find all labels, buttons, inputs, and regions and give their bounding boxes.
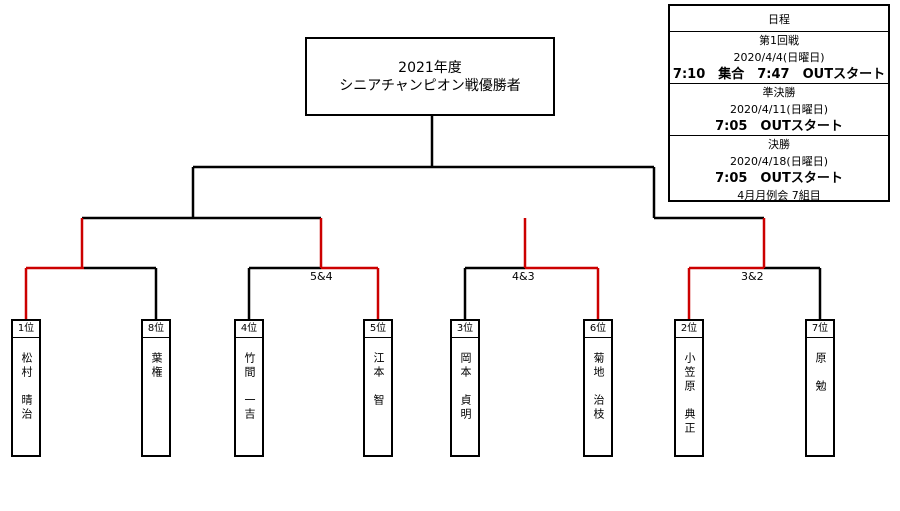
schedule-semifinal: 準決勝 2020/4/11(日曜日) 7:05 OUTスタート	[670, 84, 888, 136]
schedule-box: 日程 第1回戦 2020/4/4(日曜日) 7:10 集合 7:47 OUTスタ…	[668, 4, 890, 202]
player-name: 原 勉	[814, 352, 827, 394]
final-date: 2020/4/18(日曜日)	[730, 155, 828, 168]
round1-date: 2020/4/4(日曜日)	[733, 51, 825, 64]
player-rank: 2位	[676, 321, 702, 338]
champion-year: 2021年度	[398, 59, 462, 76]
player-card: 4位 竹間 一吉	[234, 319, 264, 457]
player-name: 菊地 治枝	[592, 352, 605, 422]
player-rank: 6位	[585, 321, 611, 338]
final-note: 4月月例会 7組目	[737, 189, 821, 202]
result-match3: 4&3	[512, 270, 535, 283]
bracket-winner-lines	[24, 218, 766, 319]
final-time: 7:05 OUTスタート	[715, 171, 843, 186]
player-card: 6位 菊地 治枝	[583, 319, 613, 457]
semifinal-name: 準決勝	[762, 86, 796, 99]
player-rank: 5位	[365, 321, 391, 338]
player-card: 1位 松村 晴治	[11, 319, 41, 457]
player-name: 江本 智	[372, 352, 385, 408]
bracket-black-lines	[82, 116, 822, 319]
champion-box: 2021年度 シニアチャンピオン戦優勝者	[305, 37, 555, 116]
player-name: 岡本 貞明	[459, 352, 472, 422]
player-rank: 4位	[236, 321, 262, 338]
semifinal-date: 2020/4/11(日曜日)	[730, 103, 828, 116]
player-card: 3位 岡本 貞明	[450, 319, 480, 457]
schedule-round1: 第1回戦 2020/4/4(日曜日) 7:10 集合 7:47 OUTスタート	[670, 32, 888, 84]
result-match2: 5&4	[310, 270, 333, 283]
player-rank: 7位	[807, 321, 833, 338]
player-name: 小笠原 典正	[683, 352, 696, 436]
result-match4: 3&2	[741, 270, 764, 283]
player-rank: 3位	[452, 321, 478, 338]
player-card: 8位 葉権	[141, 319, 171, 457]
player-card: 5位 江本 智	[363, 319, 393, 457]
champion-title: シニアチャンピオン戦優勝者	[339, 77, 521, 94]
final-name: 決勝	[768, 138, 790, 151]
semifinal-time: 7:05 OUTスタート	[715, 119, 843, 134]
round1-time: 7:10 集合 7:47 OUTスタート	[672, 67, 886, 82]
player-rank: 8位	[143, 321, 169, 338]
player-rank: 1位	[13, 321, 39, 338]
schedule-header: 日程	[670, 6, 888, 32]
player-card: 2位 小笠原 典正	[674, 319, 704, 457]
schedule-final: 決勝 2020/4/18(日曜日) 7:05 OUTスタート 4月月例会 7組目	[670, 136, 888, 204]
player-name: 竹間 一吉	[243, 352, 256, 422]
player-name: 松村 晴治	[20, 352, 33, 422]
round1-name: 第1回戦	[759, 34, 799, 47]
player-name: 葉権	[150, 352, 163, 380]
player-card: 7位 原 勉	[805, 319, 835, 457]
